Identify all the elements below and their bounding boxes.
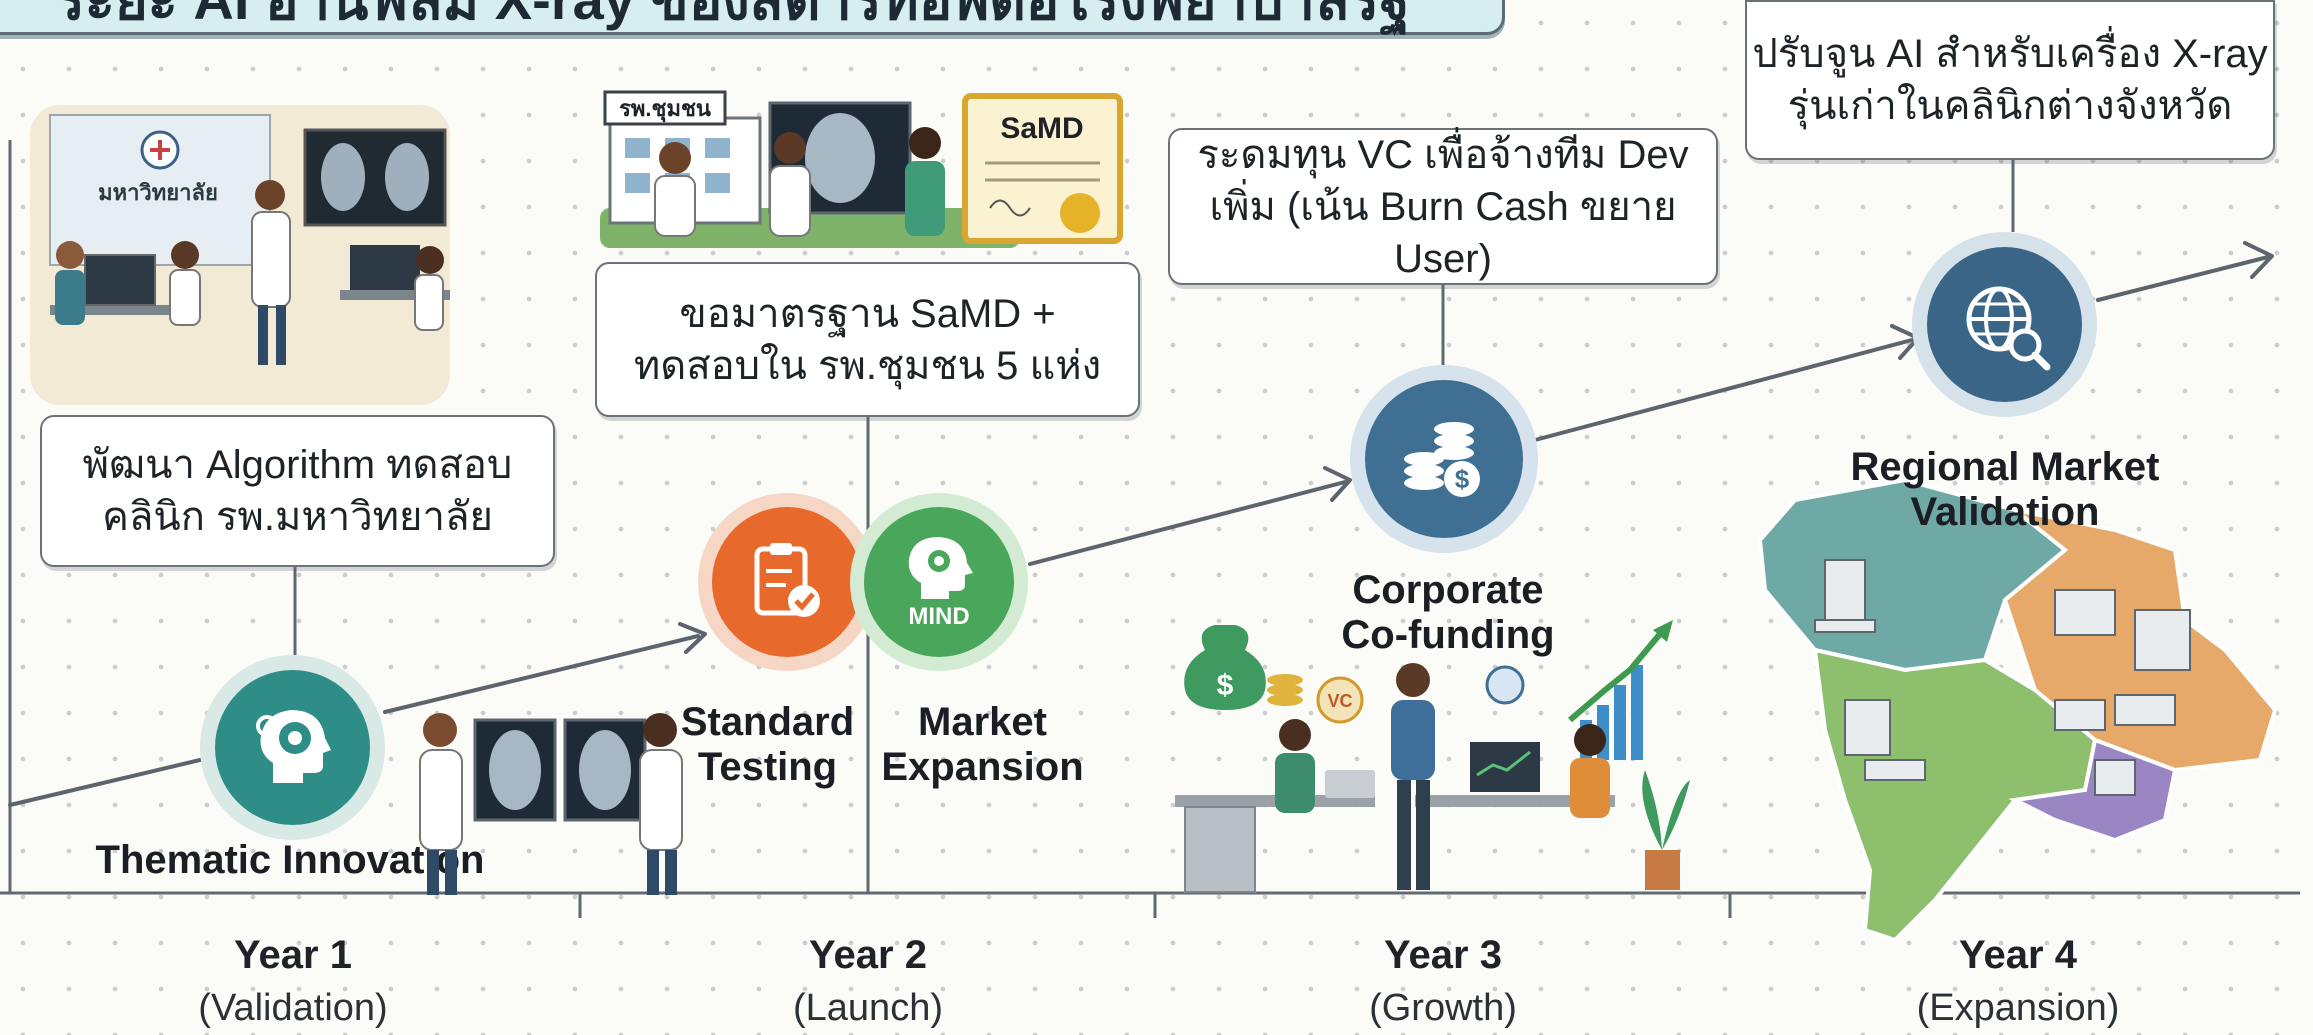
trend-segment-2 — [1028, 480, 1347, 566]
callout-year3-line2: เพิ่ม (เน้น Burn Cash ขยาย User) — [1209, 184, 1677, 281]
year-label-4: Year 4 — [1959, 933, 2077, 977]
arrow-head — [2243, 241, 2274, 279]
certificate-title: SaMD — [1000, 112, 1083, 145]
title-banner: ระยะ AI อ่านฟิล์ม X-ray ของสตาร์ทอัพต่อโ… — [0, 0, 1505, 35]
brain-gear-icon — [255, 709, 331, 783]
node-label-standard-testing: Standard Testing — [680, 700, 855, 789]
node-label-thematic-innovation: Thematic Innovation — [95, 838, 485, 882]
vc-badge: VC — [1327, 691, 1352, 711]
node-standard-testing — [698, 493, 876, 671]
node-label-corporate-co-funding: Corporate Co-funding — [1341, 568, 1555, 657]
callout-year4: ปรับจูน AI สำหรับเครื่อง X-ray รุ่นเก่าใ… — [1745, 0, 2275, 160]
stage-label-2: (Launch) — [793, 987, 943, 1029]
year-label-1: Year 1 — [234, 933, 352, 977]
callout-year1-line2: คลินิก รพ.มหาวิทยาลัย — [102, 495, 493, 539]
callout-year2: ขอมาตรฐาน SaMD + ทดสอบใน รพ.ชุมชน 5 แห่ง — [595, 262, 1140, 417]
mind-badge: MIND — [908, 603, 970, 630]
node-label-market-expansion: Market Expansion — [881, 700, 1084, 789]
node-corporate-co-funding: $ — [1350, 365, 1538, 553]
year-label-3: Year 3 — [1384, 933, 1502, 977]
regional-map-illustration — [1757, 477, 2278, 943]
stage-label-4: (Expansion) — [1916, 987, 2120, 1029]
community-hospital-illustration: รพ.ชุมชน SaMD — [600, 90, 1123, 248]
stage-label-3: (Growth) — [1369, 987, 1517, 1029]
doctors-xray-illustration — [419, 713, 683, 895]
year-label-2: Year 2 — [809, 933, 927, 977]
node-regional-market-validation — [1912, 232, 2097, 417]
coins-icon: $ — [1404, 422, 1480, 497]
university-lab-illustration: มหาวิทยาลัย — [30, 105, 450, 405]
node-label-regional-market-validation: Regional Market Validation — [1850, 445, 2160, 534]
stage-label-1: (Validation) — [198, 987, 388, 1029]
callout-year4-line2: รุ่นเก่าในคลินิกต่างจังหวัด — [1787, 84, 2233, 128]
globe-search-icon — [1966, 286, 2050, 370]
callout-year4-line1: ปรับจูน AI สำหรับเครื่อง X-ray — [1752, 32, 2268, 76]
head-gear-icon — [908, 537, 973, 599]
svg-text:$: $ — [1217, 669, 1234, 702]
hospital-sign: รพ.ชุมชน — [619, 96, 711, 123]
callout-year1: พัฒนา Algorithm ทดสอบ คลินิก รพ.มหาวิทยา… — [40, 415, 555, 567]
callout-year3: ระดมทุน VC เพื่อจ้างทีม Dev เพิ่ม (เน้น … — [1168, 128, 1718, 285]
trend-segment-3 — [1533, 338, 1914, 442]
callout-year2-line1: ขอมาตรฐาน SaMD + — [679, 291, 1056, 336]
callout-year3-line1: ระดมทุน VC เพื่อจ้างทีม Dev — [1197, 132, 1689, 177]
trend-segment-0 — [8, 758, 202, 807]
startup-office-illustration: $ VC — [1175, 620, 1690, 893]
node-thematic-innovation — [200, 655, 385, 840]
svg-text:$: $ — [1455, 464, 1470, 494]
callout-year2-line2: ทดสอบใน รพ.ชุมชน 5 แห่ง — [633, 343, 1102, 388]
university-sign: มหาวิทยาลัย — [98, 180, 218, 205]
trend-segment-4 — [2096, 255, 2270, 302]
page-title: ระยะ AI อ่านฟิล์ม X-ray ของสตาร์ทอัพต่อโ… — [55, 0, 1410, 28]
callout-year1-line1: พัฒนา Algorithm ทดสอบ — [82, 443, 513, 487]
node-market-expansion: MIND — [850, 493, 1028, 671]
trend-segment-1 — [383, 634, 700, 714]
clipboard-check-icon — [754, 543, 820, 617]
